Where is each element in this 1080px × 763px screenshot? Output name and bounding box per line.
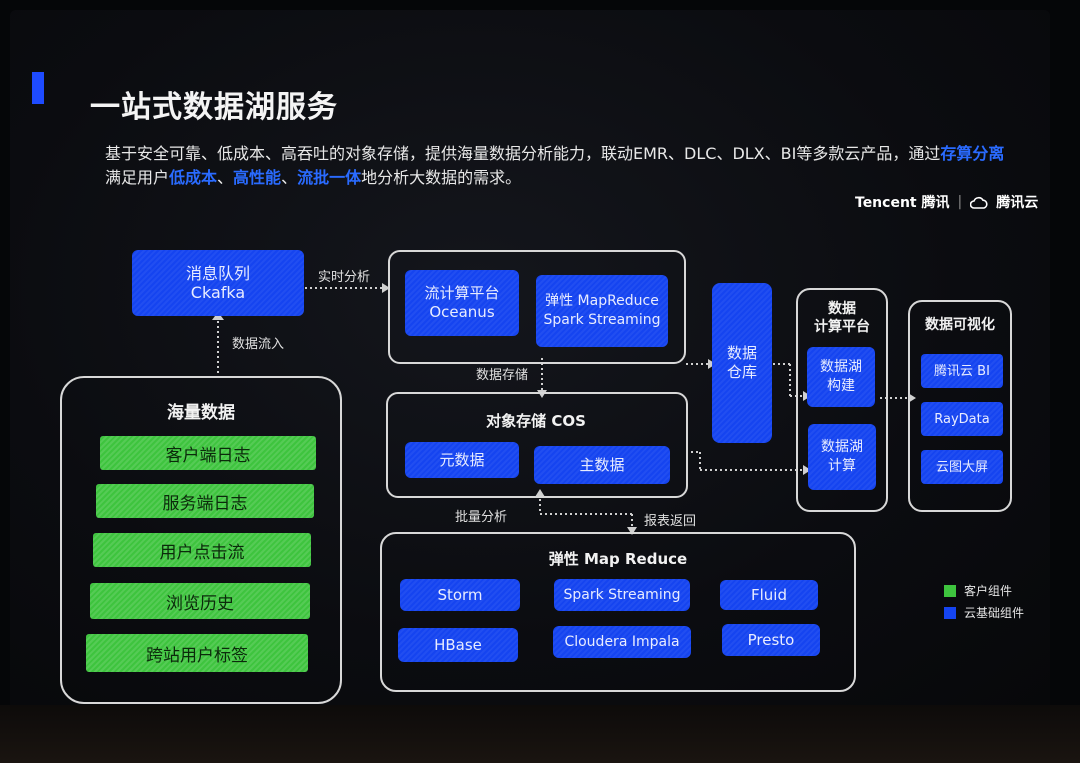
cloud-screen-box: 云图大屏 [921,450,1003,484]
kafka-box: 消息队列 Ckafka [132,250,304,316]
kafka-title: 消息队列 [185,264,250,283]
compute-title-line1: 数据 [828,301,856,317]
emr-frame [380,532,856,692]
lake-build-line1: 数据湖 [820,359,862,375]
subtitle-text: 基于安全可靠、低成本、高吞吐的对象存储，提供海量数据分析能力，联动EMR、DLC… [105,144,941,163]
realtime-analysis-label: 实时分析 [318,270,371,285]
legend-cloud: 云基础组件 [944,604,1024,621]
massive-data-item: 服务端日志 [96,484,314,518]
report-return-label: 报表返回 [644,514,697,529]
warehouse-line1: 数据 [726,344,757,362]
slide-title: 一站式数据湖服务 [90,90,338,125]
data-warehouse-box: 数据 仓库 [712,283,772,443]
oceanus-title: 流计算平台 [424,284,500,302]
subtitle-text: 地分析大数据的需求。 [361,168,522,187]
emr-title: 弹性 Map Reduce [548,550,688,568]
subtitle-highlight: 流批一体 [297,168,362,187]
cos-title: 对象存储 COS [486,412,586,430]
stage-floor [0,705,1080,763]
visualization-frame [908,300,1012,512]
emr-streaming-subtitle: Spark Streaming [543,312,661,328]
logo-divider: | [957,194,963,210]
subtitle-text: 、 [217,168,234,187]
metadata-box: 元数据 [405,442,519,478]
batch-analysis-label: 批量分析 [455,510,508,525]
oceanus-box: 流计算平台 Oceanus [405,270,519,336]
tencent-bi-box: 腾讯云 BI [921,354,1003,388]
massive-data-item: 浏览历史 [90,583,310,619]
tencent-cloud-logo: Tencent 腾讯 | 腾讯云 [855,192,1038,212]
legend-cloud-swatch [944,606,956,619]
subtitle-text: 满足用户 [105,168,170,187]
raydata-box: RayData [921,402,1003,436]
massive-data-title: 海量数据 [167,403,235,423]
subtitle-text: 、 [281,168,298,187]
master-data-box: 主数据 [534,446,670,484]
legend-client-label: 客户组件 [964,584,1013,598]
legend-client: 客户组件 [944,582,1012,599]
lake-compute-line2: 计算 [828,458,856,474]
massive-data-frame [60,376,342,704]
presto-box: Presto [722,624,820,656]
title-accent-bar [32,72,44,104]
subtitle-highlight: 低成本 [169,168,218,187]
compute-platform-title: 数据 计算平台 [796,300,888,336]
hbase-box: HBase [398,628,518,662]
lake-build-line2: 构建 [827,378,855,394]
fluid-box: Fluid [720,580,818,610]
cloudera-impala-box: Cloudera Impala [553,626,691,658]
oceanus-subtitle: Oceanus [429,303,495,321]
data-storage-label: 数据存储 [476,368,529,383]
lake-compute-box: 数据湖 计算 [808,424,876,490]
slide-subtitle: 基于安全可靠、低成本、高吞吐的对象存储，提供海量数据分析能力，联动EMR、DLC… [105,142,1005,190]
emr-streaming-box: 弹性 MapReduce Spark Streaming [536,275,668,347]
warehouse-line2: 仓库 [726,363,757,381]
compute-title-line2: 计算平台 [814,319,870,335]
visualization-title: 数据可视化 [925,317,995,333]
massive-data-item: 客户端日志 [100,436,316,470]
spark-streaming-box: Spark Streaming [554,579,690,611]
legend-cloud-label: 云基础组件 [964,606,1025,620]
cloud-icon [970,196,988,209]
logo-product: 腾讯云 [996,195,1039,211]
emr-streaming-title: 弹性 MapReduce [545,293,659,309]
massive-data-item: 用户点击流 [93,533,311,567]
logo-brand: Tencent 腾讯 [855,195,950,211]
storm-box: Storm [400,579,520,611]
kafka-subtitle: Ckafka [190,283,246,302]
massive-data-item: 跨站用户标签 [86,634,308,672]
stream-compute-frame [388,250,686,364]
subtitle-highlight: 存算分离 [940,144,1005,163]
lake-build-box: 数据湖 构建 [807,347,875,407]
data-inflow-label: 数据流入 [232,337,285,352]
subtitle-highlight: 高性能 [233,168,282,187]
legend-client-swatch [944,584,956,597]
cos-frame [386,392,688,498]
compute-platform-frame [796,288,888,512]
lake-compute-line1: 数据湖 [821,439,863,455]
